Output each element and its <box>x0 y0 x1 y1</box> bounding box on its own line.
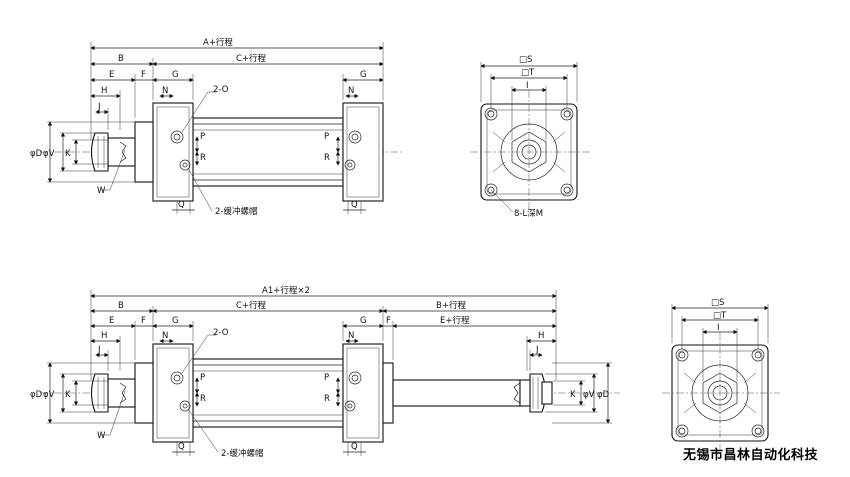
label-phi-v-2-rear: φV <box>583 390 595 400</box>
label-b-2: B <box>118 301 124 311</box>
label-f-2-rear: F <box>386 316 391 326</box>
cushion-front <box>179 159 191 171</box>
label-phi-v-2: φV <box>43 390 55 400</box>
piston-rod <box>107 137 136 167</box>
label-q: Q <box>178 200 185 210</box>
label-n-2-rear: N <box>348 331 354 341</box>
label-e-2: E <box>109 316 114 326</box>
label-r: R <box>200 153 206 163</box>
label-h: H <box>101 86 107 96</box>
port-front <box>170 130 184 144</box>
company-name: 无锡市昌林自动化科技 <box>683 448 819 463</box>
cushion-rear <box>344 159 356 171</box>
label-n-rear: N <box>348 86 354 96</box>
label-g-2-rear: G <box>360 316 367 326</box>
front-cover-2 <box>152 343 194 443</box>
top-end-view <box>470 62 590 213</box>
label-t-2: □T <box>713 311 727 321</box>
label-k-2-rear: K <box>570 390 576 400</box>
label-p-2: P <box>200 373 205 383</box>
label-w-2: W <box>97 431 106 441</box>
label-p-rear: P <box>324 132 329 142</box>
piston-rod-left <box>107 378 136 408</box>
label-c-stroke: C+行程 <box>236 53 267 64</box>
label-phi-d-2: φD <box>30 390 43 400</box>
label-p-2-rear: P <box>324 373 329 383</box>
rod-bushing <box>134 121 154 183</box>
label-h-2-rear: H <box>538 331 544 341</box>
top-side-view <box>40 42 402 214</box>
label-a-stroke: A+行程 <box>203 37 233 48</box>
label-h-2: H <box>101 331 107 341</box>
port-rear <box>348 130 362 144</box>
label-2-o-2: 2-O <box>213 328 229 338</box>
label-n: N <box>162 86 168 96</box>
cylinder-tube-2 <box>192 358 344 428</box>
cylinder-tube <box>192 117 344 187</box>
label-a1-stroke: A1+行程×2 <box>262 285 310 296</box>
bottom-end-view <box>662 304 780 450</box>
label-c-stroke-2: C+行程 <box>236 300 267 311</box>
label-phi-d: φD <box>30 149 43 159</box>
label-k-2: K <box>65 390 71 400</box>
label-g-rear: G <box>360 70 367 80</box>
label-e-stroke: E+行程 <box>440 315 470 326</box>
rod-end-nut-left <box>90 373 109 413</box>
rear-cover <box>342 102 384 202</box>
label-phi-v: φV <box>43 149 55 159</box>
label-i: I <box>526 81 529 91</box>
label-b-stroke: B+行程 <box>436 300 466 311</box>
label-s: □S <box>519 55 532 65</box>
label-j: J <box>97 102 101 112</box>
label-w: W <box>97 186 106 196</box>
label-m-depth: 8-L深M <box>514 209 543 219</box>
label-cushion: 2-缓冲螺帽 <box>215 206 257 217</box>
label-p: P <box>200 132 205 142</box>
label-q-2-rear: Q <box>351 442 358 452</box>
label-cushion-2: 2-缓冲螺帽 <box>221 448 263 459</box>
label-n-2: N <box>162 331 168 341</box>
label-g: G <box>172 70 179 80</box>
label-r-rear: R <box>324 153 330 163</box>
label-s-2: □S <box>711 298 724 308</box>
label-r-2-rear: R <box>324 394 330 404</box>
label-2-o: 2-O <box>213 85 229 95</box>
label-j-2-rear: J <box>535 345 539 355</box>
label-t: □T <box>521 68 535 78</box>
front-cover <box>152 102 194 202</box>
label-f: F <box>141 70 146 80</box>
piston-rod-right <box>392 379 521 407</box>
label-e: E <box>109 70 114 80</box>
rod-end-nut <box>90 132 109 172</box>
label-phi-d-2-rear: φD <box>597 390 610 400</box>
label-i-2: I <box>717 323 720 333</box>
label-j-2: J <box>97 345 101 355</box>
label-r-2: R <box>200 394 206 404</box>
label-q-2: Q <box>178 442 185 452</box>
label-b: B <box>118 54 124 64</box>
label-g-2: G <box>172 316 179 326</box>
label-k: K <box>65 149 71 159</box>
label-q-rear: Q <box>351 200 358 210</box>
bottom-side-view <box>40 290 620 456</box>
rear-cover-2 <box>342 343 384 443</box>
label-f-2: F <box>141 316 146 326</box>
